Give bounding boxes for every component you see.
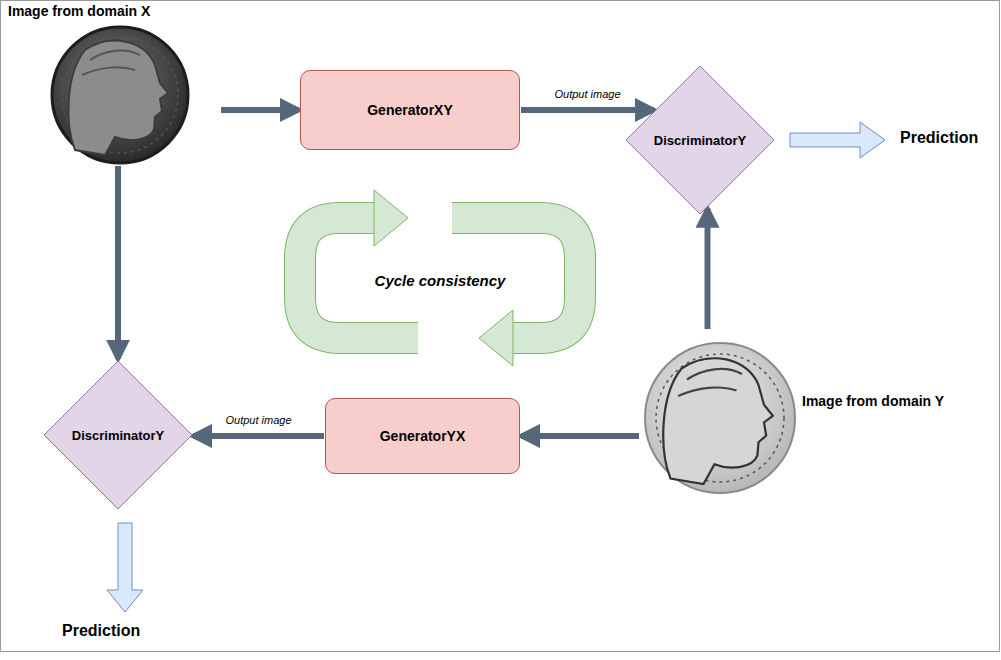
cycle-label: Cycle consistency <box>375 272 506 289</box>
edge-label: Output image <box>552 88 622 100</box>
node-label: DiscriminatorY <box>654 133 746 148</box>
flow-arrow <box>705 209 711 330</box>
coin-dark <box>52 27 188 163</box>
edge-label: Output image <box>223 414 293 426</box>
image-panel: Image from domain X <box>5 2 220 165</box>
flow-arrow <box>221 107 299 113</box>
node-label: GeneratorXY <box>367 102 453 118</box>
prediction-label: Prediction <box>900 129 978 147</box>
cycle-arrows <box>300 190 580 366</box>
flow-arrow <box>193 433 324 439</box>
process-box: GeneratorYX <box>325 398 520 474</box>
process-box: GeneratorXY <box>300 70 520 150</box>
node-label: DiscriminatorY <box>72 428 164 443</box>
flow-arrow <box>521 433 639 439</box>
prediction-arrow <box>790 122 885 158</box>
image-caption: Image from domain X <box>8 3 150 19</box>
node-label: GeneratorYX <box>380 428 466 444</box>
prediction-label: Prediction <box>62 622 140 640</box>
image-caption: Image from domain Y <box>802 393 944 409</box>
decision-diamond: DiscriminatorY <box>625 65 775 215</box>
flow-arrow <box>115 166 121 359</box>
decision-diamond: DiscriminatorY <box>43 360 193 510</box>
coin-light <box>645 343 795 493</box>
flow-arrow <box>521 107 654 113</box>
image-panel: Image from domain Y <box>640 330 995 505</box>
prediction-arrow <box>107 523 143 612</box>
